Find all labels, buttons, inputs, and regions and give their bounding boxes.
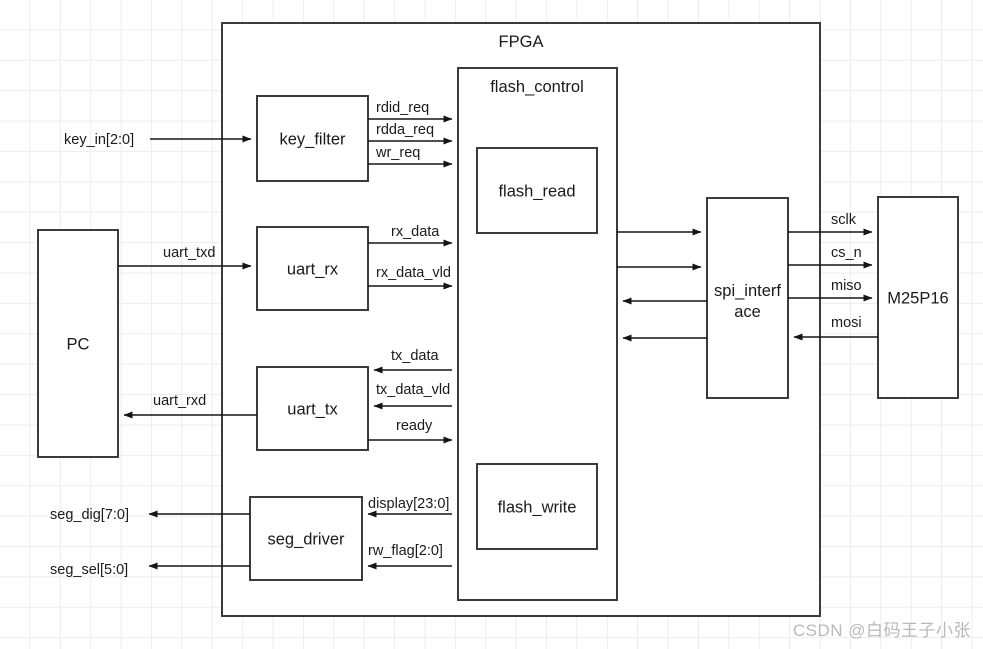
signal-label-tx-data: tx_data [391, 348, 439, 364]
block-rect-pc [37, 229, 119, 458]
block-rect-uart-tx [256, 366, 369, 451]
signal-label-ready: ready [396, 418, 433, 434]
signal-label-display: display[23:0] [368, 496, 449, 512]
signal-label-uart-txd: uart_txd [163, 245, 215, 261]
signal-label-seg-dig: seg_dig[7:0] [50, 507, 129, 523]
block-label-uart-rx: uart_rx [287, 261, 339, 279]
block-rect-uart-rx [256, 226, 369, 311]
signal-label-mosi: mosi [831, 315, 862, 331]
block-seg-driver: seg_driver [249, 496, 363, 581]
block-rect-flash-write [476, 463, 598, 550]
block-pc: PC [37, 229, 119, 458]
labels-layer: key_in[2:0] rdid_req rdda_req wr_req uart_tx… [50, 100, 862, 578]
signal-label-rdid-req: rdid_req [376, 100, 429, 116]
signal-label-rw-flag: rw_flag[2:0] [368, 543, 443, 559]
block-label-flash-read: flash_read [498, 183, 575, 201]
block-uart-tx: uart_tx [256, 366, 369, 451]
block-flash-read: flash_read [476, 147, 598, 234]
block-label-m25p16: M25P16 [887, 290, 948, 308]
block-rect-seg-driver [249, 496, 363, 581]
block-m25p16: M25P16 [877, 196, 959, 399]
block-label-spi-interface-line2: ace [734, 303, 761, 321]
block-rect-key-filter [256, 95, 369, 182]
signal-label-sclk: sclk [831, 212, 857, 228]
signal-label-seg-sel: seg_sel[5:0] [50, 562, 128, 578]
signal-label-rx-data: rx_data [391, 224, 440, 240]
block-label-spi-interface: spi_interf [714, 282, 781, 300]
block-rect-m25p16 [877, 196, 959, 399]
signal-label-key-in: key_in[2:0] [64, 132, 134, 148]
signal-label-wr-req: wr_req [375, 145, 420, 161]
signal-label-rdda-req: rdda_req [376, 122, 434, 138]
block-label-pc: PC [67, 336, 90, 354]
block-label-flash-control: flash_control [490, 78, 584, 96]
signal-label-uart-rxd: uart_rxd [153, 393, 206, 409]
signal-label-miso: miso [831, 278, 862, 294]
block-flash-write: flash_write [476, 463, 598, 550]
signal-label-cs-n: cs_n [831, 245, 862, 261]
block-uart-rx: uart_rx [256, 226, 369, 311]
block-key-filter: key_filter [256, 95, 369, 182]
wires-layer [118, 115, 878, 570]
block-label-fpga: FPGA [499, 33, 544, 51]
signal-label-tx-data-vld: tx_data_vld [376, 382, 450, 398]
block-label-uart-tx: uart_tx [287, 401, 338, 419]
block-label-seg-driver: seg_driver [267, 531, 345, 549]
block-rect-flash-read [476, 147, 598, 234]
watermark: CSDN @白码王子小张 [792, 621, 971, 640]
block-label-flash-write: flash_write [498, 499, 577, 517]
blocks-layer: FPGAflash_controlPCkey_filteruart_rxuart… [37, 22, 959, 617]
signal-label-rx-data-vld: rx_data_vld [376, 265, 451, 281]
block-label-key-filter: key_filter [279, 131, 346, 149]
